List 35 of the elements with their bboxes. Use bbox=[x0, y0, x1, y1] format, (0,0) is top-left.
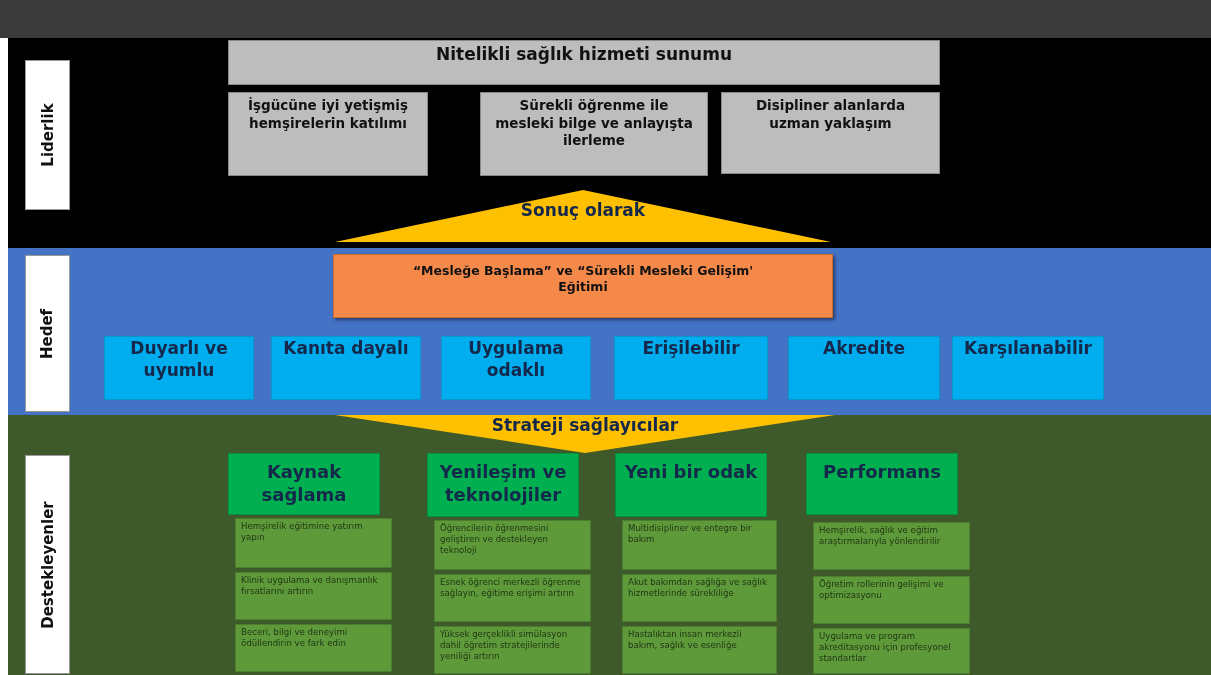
enabler-heading-box: Yenileşim ve teknolojiler bbox=[427, 453, 579, 517]
enabler-item-box: Yüksek gerçeklikli simülasyon dahil öğretim stratejilerinde yeniliği artırın bbox=[434, 626, 591, 674]
enabler-item-box: Hastalıktan insan merkezli bakım, sağlık ve esenliğe bbox=[622, 626, 777, 674]
attribute-box: Karşılanabilir bbox=[952, 336, 1104, 400]
triangle-banner: Strateji sağlayıcılar bbox=[335, 415, 835, 453]
enabler-item-box: Öğretim rollerinin gelişimi ve optimizasyonu bbox=[813, 576, 970, 624]
attribute-box: Akredite bbox=[788, 336, 940, 400]
enabler-item-box: Akut bakımdan sağlığa ve sağlık hizmetlerinde sürekliliğe bbox=[622, 574, 777, 622]
enabler-item-box: Hemşirelik, sağlık ve eğitim araştırmalarıyla yönlendirilir bbox=[813, 522, 970, 570]
band-panel bbox=[8, 415, 1211, 675]
heading-box: Nitelikli sağlık hizmeti sunumu bbox=[228, 40, 940, 85]
enabler-item-box: Öğrencilerin öğrenmesini geliştiren ve destekleyen teknoloji bbox=[434, 520, 591, 570]
triangle-banner: Sonuç olarak bbox=[335, 190, 831, 242]
training-box: “Mesleğe Başlama” ve “Sürekli Mesleki Gelişim' Eğitimi bbox=[333, 254, 833, 318]
enabler-item-box: Klinik uygulama ve danışmanlık fırsatlarını artırın bbox=[235, 572, 392, 620]
band-label: Liderlik bbox=[25, 60, 70, 210]
attribute-box: Erişilebilir bbox=[614, 336, 768, 400]
band-label: Hedef bbox=[25, 255, 70, 412]
band-panel bbox=[8, 248, 1211, 415]
enabler-heading-box: Yeni bir odak bbox=[615, 453, 767, 517]
enabler-heading-box: Kaynak sağlama bbox=[228, 453, 380, 515]
outcome-box: Sürekli öğrenme ile mesleki bilge ve anlayışta ilerleme bbox=[480, 92, 708, 176]
enabler-item-box: Hemşirelik eğitimine yatırım yapın bbox=[235, 518, 392, 568]
attribute-box: Duyarlı ve uyumlu bbox=[104, 336, 254, 400]
attribute-box: Uygulama odaklı bbox=[441, 336, 591, 400]
enabler-item-box: Multidisipliner ve entegre bir bakım bbox=[622, 520, 777, 570]
band-panel bbox=[8, 38, 1211, 248]
outcome-box: Disipliner alanlarda uzman yaklaşım bbox=[721, 92, 940, 174]
outcome-box: İşgücüne iyi yetişmiş hemşirelerin katılımı bbox=[228, 92, 428, 176]
attribute-box: Kanıta dayalı bbox=[271, 336, 421, 400]
band-label: Destekleyenler bbox=[25, 455, 70, 674]
enabler-item-box: Uygulama ve program akreditasyonu için profesyonel standartlar bbox=[813, 628, 970, 674]
enabler-item-box: Esnek öğrenci merkezli öğrenme sağlayın, eğitime erişimi artırın bbox=[434, 574, 591, 622]
enabler-heading-box: Performans bbox=[806, 453, 958, 515]
enabler-item-box: Beceri, bilgi ve deneyimi ödüllendirin ve fark edin bbox=[235, 624, 392, 672]
